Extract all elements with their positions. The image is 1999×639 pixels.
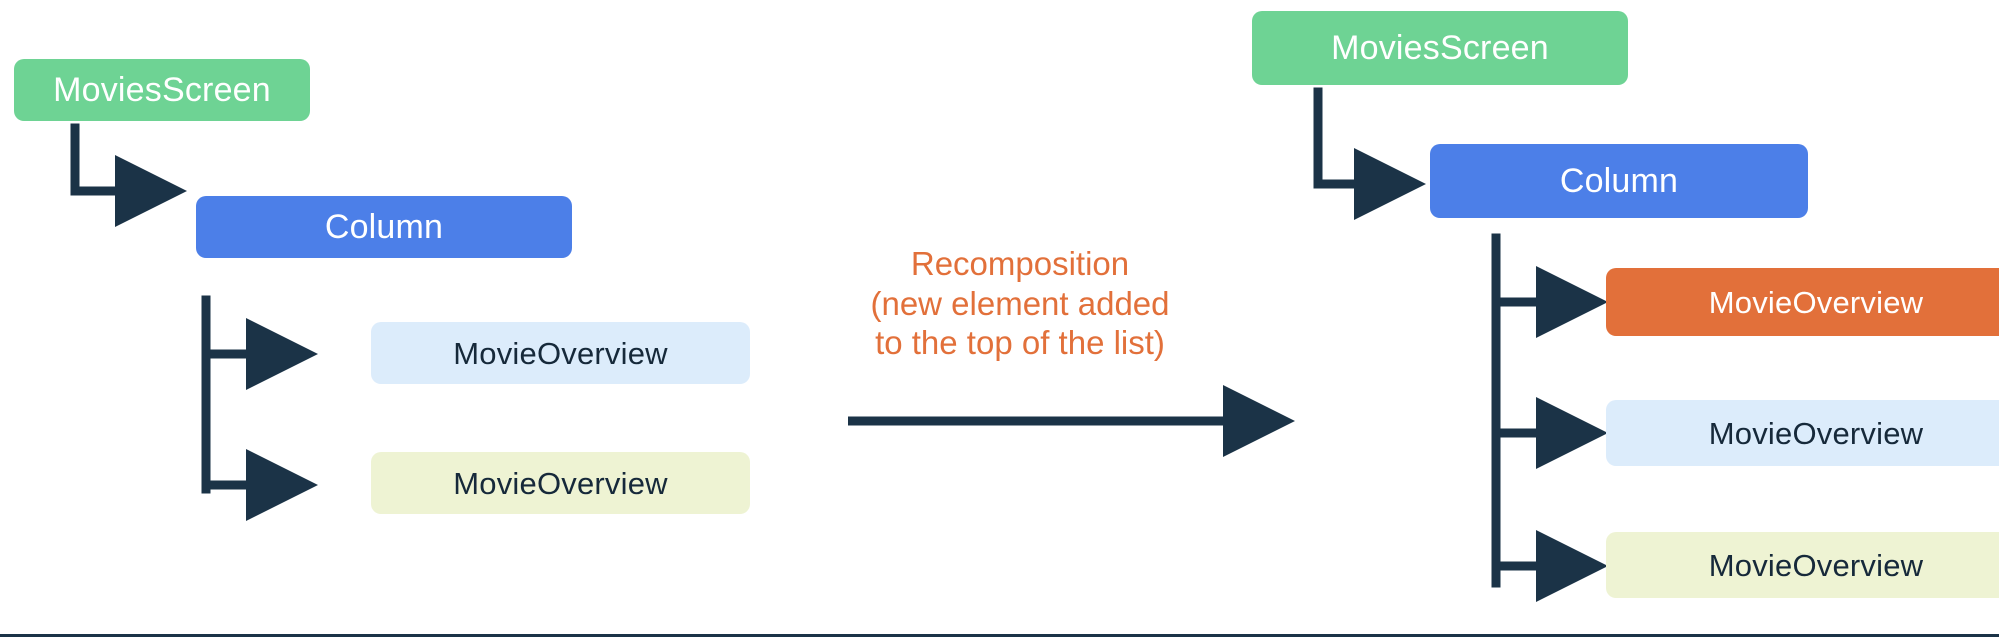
after-movies-screen-node[interactable]: MoviesScreen: [1252, 11, 1628, 85]
after-movie-overview-2-label: MovieOverview: [1708, 547, 1924, 583]
wire-right-column-children: [1491, 233, 1608, 602]
before-column-node[interactable]: Column: [196, 196, 572, 258]
before-movies-screen-node[interactable]: MoviesScreen: [14, 59, 310, 121]
after-column-node[interactable]: Column: [1430, 144, 1808, 218]
bottom-rule: [0, 634, 1999, 637]
wire-right-screen-to-column: [1313, 87, 1426, 220]
before-column-label: Column: [324, 208, 444, 246]
after-column-label: Column: [1559, 162, 1679, 200]
after-movie-overview-1-node[interactable]: MovieOverview: [1606, 400, 1999, 466]
before-movie-overview-1-label: MovieOverview: [453, 335, 668, 371]
before-movie-overview-2-node[interactable]: MovieOverview: [371, 452, 750, 514]
before-movie-overview-1-node[interactable]: MovieOverview: [371, 322, 750, 384]
wire-left-screen-to-column: [70, 123, 187, 227]
before-movie-overview-2-label: MovieOverview: [453, 465, 668, 501]
after-movie-overview-new-node[interactable]: MovieOverview: [1606, 268, 1999, 336]
recomposition-caption: Recomposition (new element added to the …: [870, 245, 1170, 362]
before-movies-screen-label: MoviesScreen: [53, 71, 271, 109]
after-movies-screen-label: MoviesScreen: [1331, 29, 1549, 67]
wire-left-column-children: [201, 295, 318, 521]
after-movie-overview-new-label: MovieOverview: [1708, 284, 1924, 320]
after-movie-overview-1-label: MovieOverview: [1708, 415, 1924, 451]
after-movie-overview-2-node[interactable]: MovieOverview: [1606, 532, 1999, 598]
